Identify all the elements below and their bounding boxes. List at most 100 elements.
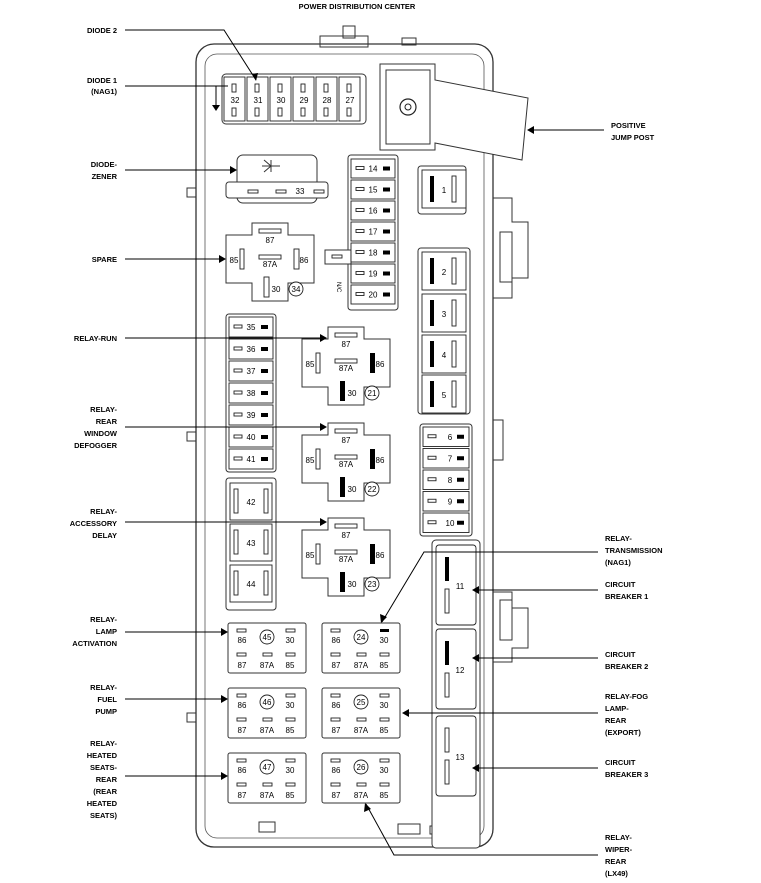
fuse-14[interactable]: 14 (350, 158, 396, 179)
fuse-44[interactable]: 44 (229, 564, 273, 603)
callout-relay-accessory-line-2: DELAY (92, 531, 117, 540)
fuse-label-32: 32 (231, 96, 240, 105)
fuse-4[interactable]: 4 (421, 334, 467, 374)
breaker-label-12: 12 (456, 666, 465, 675)
callout-relay-lamp-line-1: LAMP (96, 627, 117, 636)
fuse-31[interactable]: 31 (246, 76, 269, 122)
diode-zener-block: 33 (225, 154, 329, 204)
fuse-3[interactable]: 3 (421, 293, 467, 333)
fuse-28[interactable]: 28 (315, 76, 338, 122)
fuse-18[interactable]: 18 (350, 242, 396, 263)
relay-pin-86: 86 (300, 256, 309, 265)
fuse-32[interactable]: 32 (223, 76, 246, 122)
fuse-label-20: 20 (369, 291, 378, 300)
fuse-1[interactable]: 1 (421, 169, 467, 209)
callout-relay-rear-window-line-2: WINDOW (84, 429, 118, 438)
callout-relay-heated-line-1: HEATED (87, 751, 118, 760)
relay-pin-30: 30 (272, 285, 281, 294)
fuse-36[interactable]: 36 (228, 338, 274, 360)
zener-number: 33 (296, 187, 305, 196)
fuse-39[interactable]: 39 (228, 404, 274, 426)
relay-number-26: 26 (357, 763, 366, 772)
fuse-label-6: 6 (448, 433, 453, 442)
callout-relay-heated: RELAY- HEATED SEATS- REAR (REAR HEATED S… (87, 739, 228, 820)
callout-relay-transmission-line-2: (NAG1) (605, 558, 631, 567)
fuse-8[interactable]: 8 (422, 469, 470, 490)
circuit-breaker-11[interactable]: 11 (435, 544, 477, 626)
fuse-40[interactable]: 40 (228, 426, 274, 448)
fuse-6[interactable]: 6 (422, 426, 470, 447)
relay-pin-86: 86 (238, 701, 247, 710)
relay-pin-87a: 87A (263, 260, 278, 269)
callout-relay-fuel-line-2: PUMP (95, 707, 117, 716)
fuse-30[interactable]: 30 (269, 76, 292, 122)
fuse-7[interactable]: 7 (422, 448, 470, 469)
callout-positive-jump: POSITIVE JUMP POST (527, 121, 655, 142)
fuse-9[interactable]: 9 (422, 491, 470, 512)
fuse-label-8: 8 (448, 476, 453, 485)
circuit-breakers: 11 12 13 (431, 539, 481, 849)
callout-diode1-line-1: (NAG1) (91, 87, 117, 96)
fuse-41[interactable]: 41 (228, 448, 274, 470)
fuse-19[interactable]: 19 (350, 263, 396, 284)
fuse-35[interactable]: 35 (228, 316, 274, 338)
callout-relay-heated-line-2: SEATS- (90, 763, 117, 772)
callout-cb3-line-1: BREAKER 3 (605, 770, 648, 779)
fuse-16[interactable]: 16 (350, 200, 396, 221)
relay-pin-86: 86 (332, 636, 341, 645)
fuse-29[interactable]: 29 (292, 76, 315, 122)
relay-pin-85: 85 (230, 256, 239, 265)
callout-diode-zener: DIODE- ZENER (91, 160, 237, 181)
relay-pin-85: 85 (286, 661, 295, 670)
fuse-43[interactable]: 43 (229, 523, 273, 562)
relay-pin-87a: 87A (354, 791, 369, 800)
circuit-breaker-12[interactable]: 12 (435, 628, 477, 710)
fuse-label-10: 10 (446, 519, 455, 528)
callout-relay-wiper: RELAY- WIPER- REAR (LX49) (364, 803, 633, 878)
callout-relay-rear-window-line-1: REAR (96, 417, 118, 426)
callout-diode1: DIODE 1 (NAG1) (87, 76, 228, 111)
relay-pin-86: 86 (238, 636, 247, 645)
relay-pin-87a: 87A (260, 661, 275, 670)
fuse-38[interactable]: 38 (228, 382, 274, 404)
relay-pin-87: 87 (238, 726, 247, 735)
fuse-17[interactable]: 17 (350, 221, 396, 242)
relay-pin-30: 30 (380, 636, 389, 645)
fuse-42[interactable]: 42 (229, 482, 273, 521)
callout-relay-fog-line-0: RELAY-FOG (605, 692, 648, 701)
fuse-5[interactable]: 5 (421, 374, 467, 414)
callout-relay-fog-line-3: (EXPORT) (605, 728, 641, 737)
callout-diode2-line-0: DIODE 2 (87, 26, 117, 35)
fuse-2[interactable]: 2 (421, 251, 467, 291)
relay-pin-87a: 87A (260, 726, 275, 735)
callout-spare-line-0: SPARE (92, 255, 117, 264)
fuse-label-4: 4 (442, 351, 447, 360)
fuse-37[interactable]: 37 (228, 360, 274, 382)
positive-jump-post[interactable] (379, 63, 529, 161)
fuse-15[interactable]: 15 (350, 179, 396, 200)
circuit-breaker-13[interactable]: 13 (435, 715, 477, 797)
fuse-label-17: 17 (369, 228, 378, 237)
breaker-label-13: 13 (456, 753, 465, 762)
fuse-27[interactable]: 27 (338, 76, 361, 122)
fuse-20[interactable]: 20 (350, 284, 396, 305)
callout-relay-wiper-line-0: RELAY- (605, 833, 632, 842)
relay-pin-30: 30 (380, 701, 389, 710)
relay-pin-30: 30 (348, 485, 357, 494)
fuse-10[interactable]: 10 (422, 512, 470, 533)
callout-cb1-line-0: CIRCUIT (605, 580, 636, 589)
